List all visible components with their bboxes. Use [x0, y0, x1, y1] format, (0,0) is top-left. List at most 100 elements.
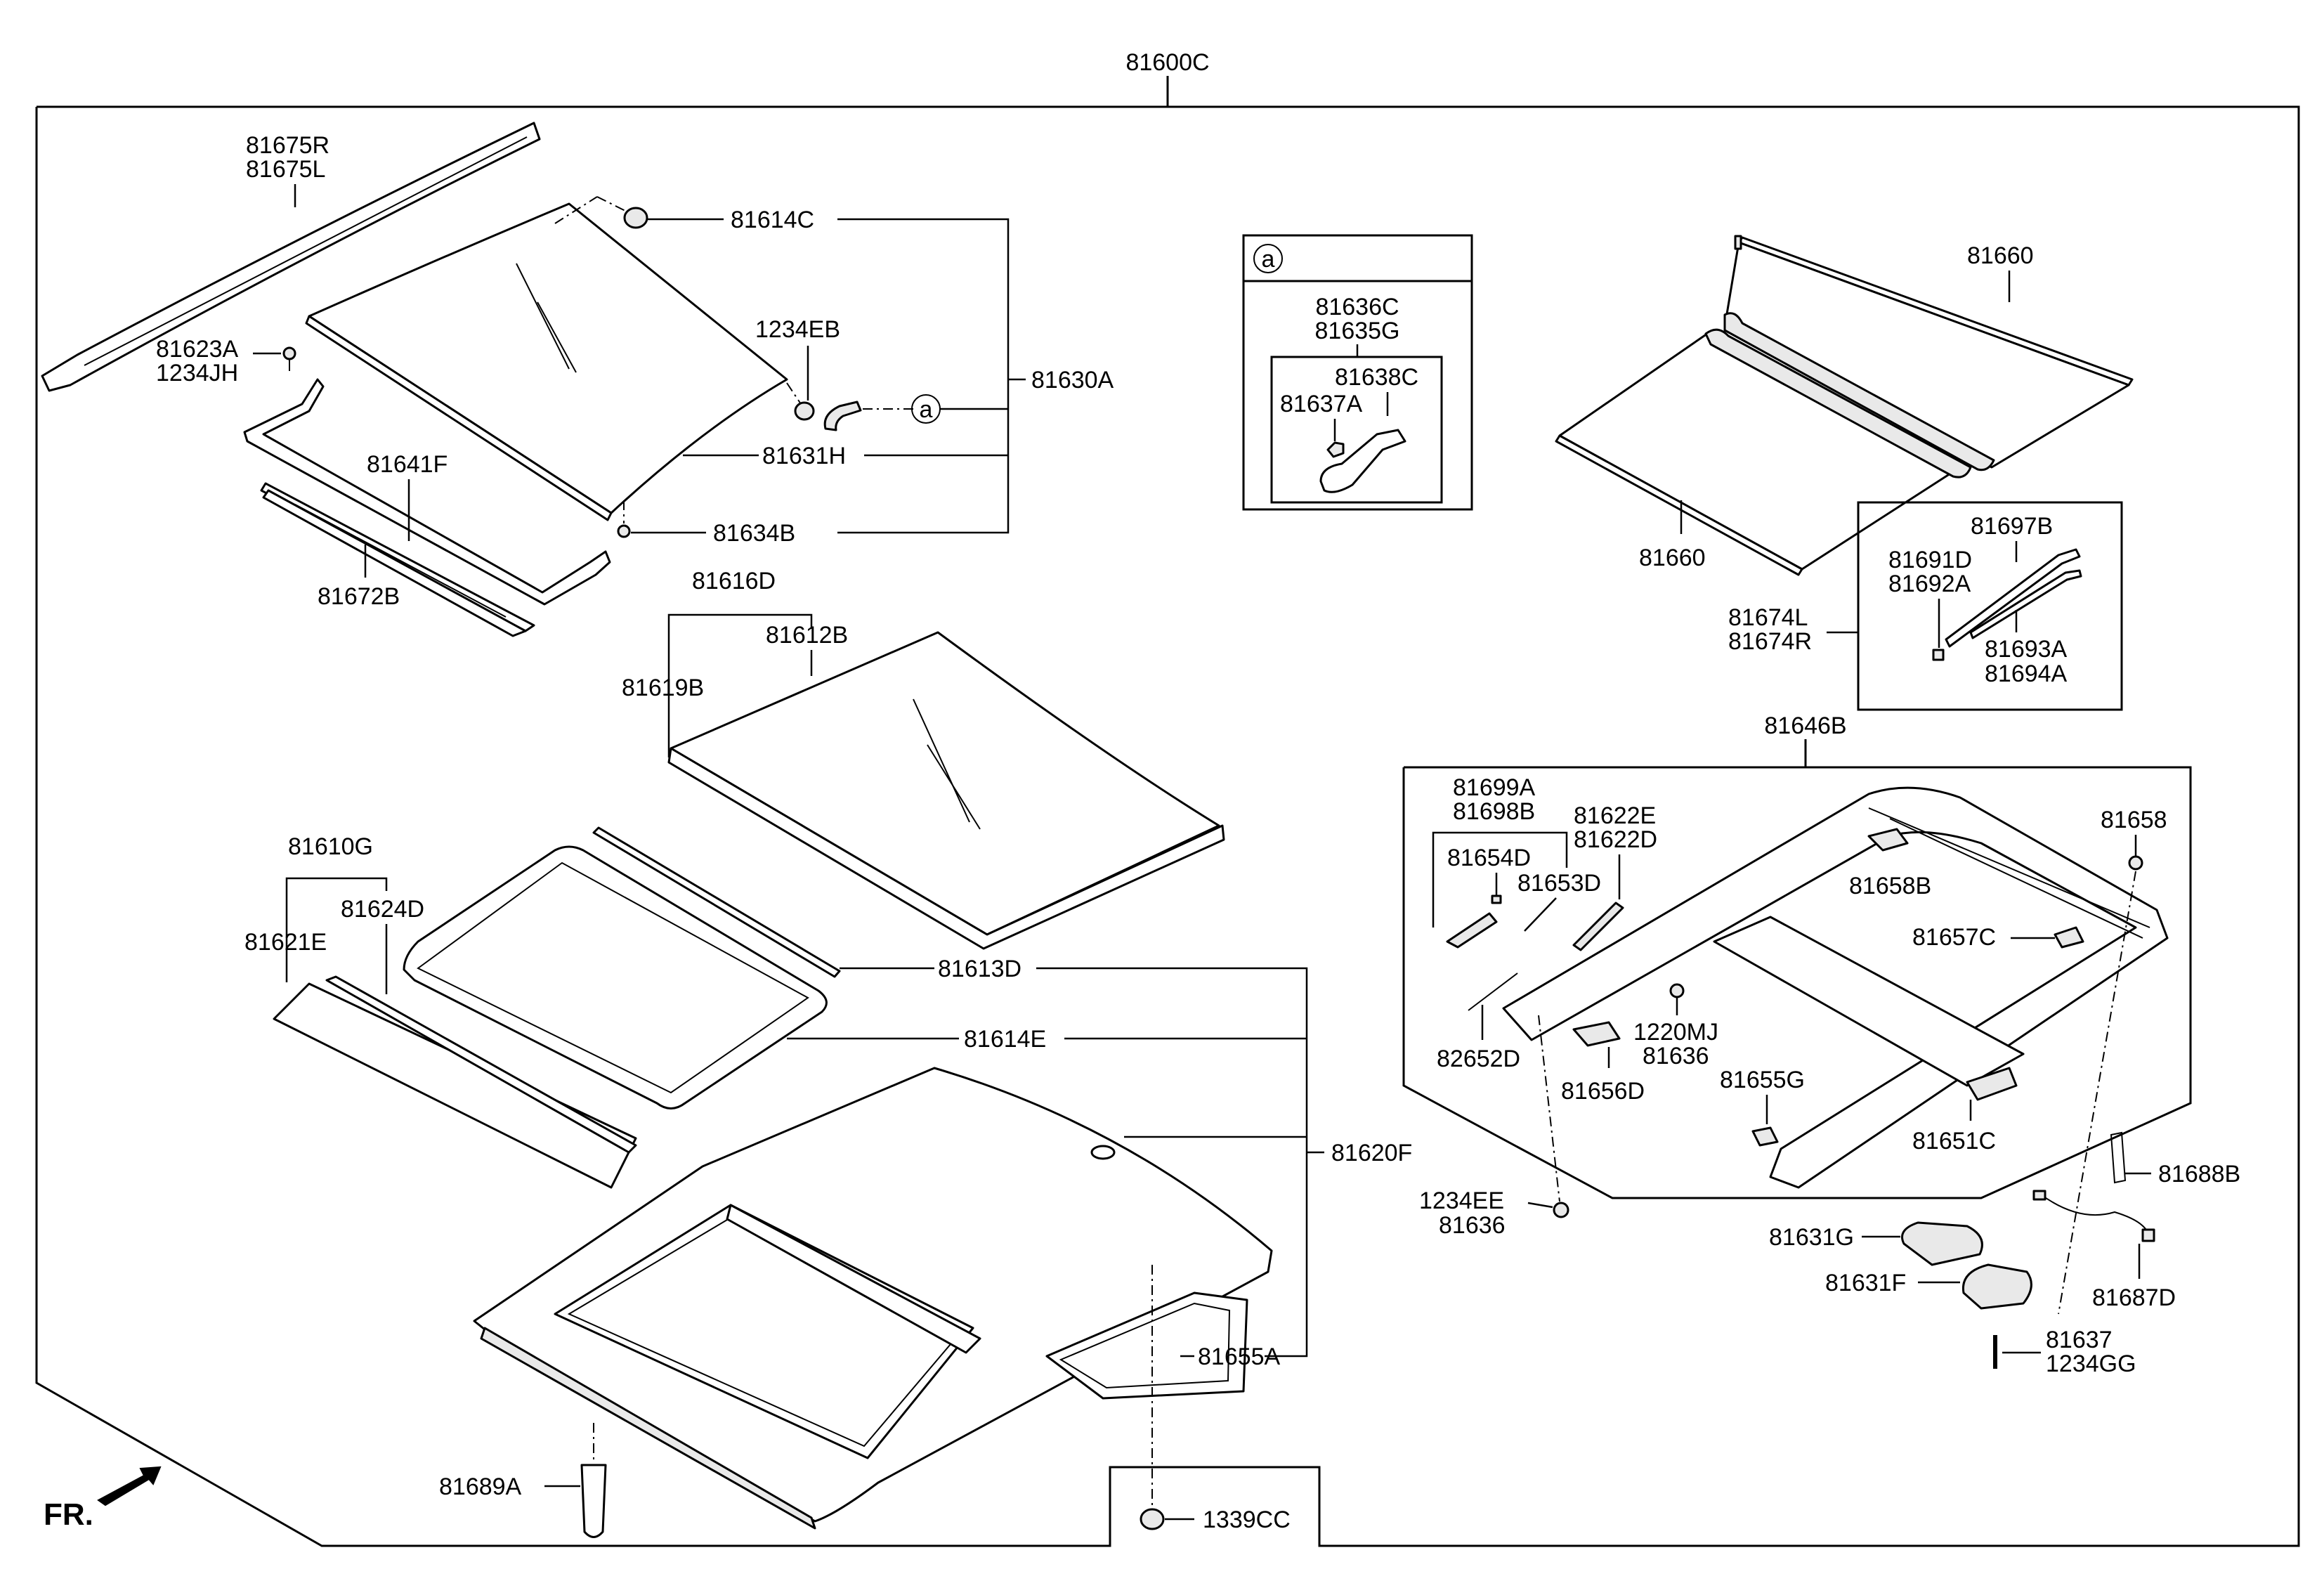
part-label: 81614C	[731, 207, 814, 233]
part-label: 81658B	[1849, 873, 1931, 899]
label-81657C: 81657C	[1912, 924, 2084, 951]
label-81610G: 81610G 81624D 81621E	[244, 833, 424, 994]
part-label: 81612B	[766, 622, 848, 649]
part-label: 81641F	[367, 451, 448, 478]
part-label: 81622E	[1574, 802, 1656, 829]
part-label: 81689A	[439, 1473, 522, 1500]
part-label: 81613D	[938, 956, 1021, 982]
label-82652D: 82652D	[1437, 972, 1520, 1072]
part-label: 81631H	[762, 443, 846, 469]
part-label: 1234GG	[2046, 1351, 2136, 1377]
part-label: 81672B	[318, 583, 400, 610]
assembly-frame: 81600C	[35, 49, 2300, 1547]
callout-letter: a	[1262, 246, 1275, 273]
detail-box-a: a 81636C 81635G 81638C 81637A	[1242, 234, 1473, 511]
part-label: 81638C	[1335, 364, 1418, 391]
part-label: 81657C	[1912, 924, 1996, 951]
label-81651C: 81651C	[1912, 1067, 2018, 1154]
label-81622E: 81622E 81622D	[1572, 802, 1657, 951]
label-81634B: 81634B	[617, 500, 795, 547]
part-label: 81619B	[622, 675, 704, 701]
part-label: 81636C	[1315, 294, 1399, 320]
part-label: 81654D	[1447, 845, 1531, 871]
label-81641F: 81641F	[367, 451, 448, 541]
label-81658B: 81658B	[1849, 828, 1931, 899]
part-label: 81610G	[288, 833, 373, 860]
part-label: 81646B	[1764, 712, 1846, 739]
label-81660-top: 81660	[1967, 242, 2034, 302]
part-label: 81624D	[341, 896, 424, 923]
part-label: 81655A	[1198, 1343, 1281, 1370]
part-label: 81636	[1439, 1212, 1506, 1239]
label-1220MJ: 1220MJ 81636	[1633, 983, 1718, 1069]
part-label: 81699A	[1453, 774, 1536, 801]
guide-rail-box: 81697B 81691D 81692A 81693A 81694A 81674…	[1728, 501, 2123, 711]
part-label: 81651C	[1912, 1128, 1996, 1154]
part-label: 81635G	[1315, 318, 1400, 344]
part-label: 81698B	[1453, 798, 1535, 825]
label-81672B: 81672B	[318, 545, 400, 610]
front-label: FR.	[44, 1497, 93, 1532]
part-label: 1220MJ	[1633, 1019, 1718, 1046]
sunshade-roller-upper	[1723, 235, 2134, 471]
sunshade-roller-lower	[1555, 328, 1972, 576]
label-81675: 81675R 81675L	[246, 132, 329, 207]
part-label: 81637	[2046, 1327, 2113, 1353]
label-81613D: 81613D	[840, 956, 1308, 1358]
front-indicator: FR.	[44, 1466, 162, 1532]
bolt-81637: 81637 1234GG	[1993, 871, 2136, 1377]
harness-81688B: 81688B	[2110, 1131, 2240, 1187]
glass-seal-ring	[403, 826, 841, 1109]
label-81660-bottom: 81660	[1639, 500, 1706, 571]
part-label: 81697B	[1971, 513, 2053, 540]
part-label: 81687D	[2092, 1284, 2176, 1311]
part-label: 81655G	[1720, 1067, 1805, 1093]
part-label: 81675L	[246, 156, 325, 183]
label-81623A: 81623A 1234JH	[156, 336, 296, 386]
label-81658: 81658	[2101, 807, 2167, 871]
callout-letter: a	[920, 396, 933, 423]
part-label: 81674L	[1728, 604, 1808, 631]
part-label: 81675R	[246, 132, 329, 159]
part-label: 81631G	[1769, 1224, 1854, 1251]
part-label: 81637A	[1280, 391, 1363, 417]
label-81616D: 81616D 81612B 81619B	[622, 568, 848, 757]
part-label: 1234EE	[1419, 1187, 1504, 1214]
part-label: 81622D	[1574, 826, 1657, 853]
part-label: 81674R	[1728, 628, 1812, 655]
part-label: 81658	[2101, 807, 2167, 833]
motor-81631F: 81631F	[1825, 1263, 2032, 1310]
part-label: 81694A	[1985, 660, 2068, 687]
roof-panel	[473, 1067, 1273, 1530]
front-arrow-icon	[97, 1466, 162, 1506]
frame-seal-part	[243, 378, 611, 637]
part-label: 81691D	[1888, 547, 1972, 573]
part-label: 81636	[1643, 1043, 1709, 1069]
part-label: 81693A	[1985, 636, 2068, 663]
label-1234EB: 1234EB a	[755, 316, 1008, 431]
label-1339CC: 1339CC	[1140, 1265, 1291, 1533]
label-81655G: 81655G	[1720, 1067, 1805, 1147]
part-label: 1234EB	[755, 316, 840, 343]
top-glass-panel	[305, 196, 788, 521]
part-label: 1234JH	[156, 360, 238, 386]
roof-moulding-part	[41, 122, 541, 392]
sunroof-frame-part	[1502, 786, 2169, 1189]
part-label: 81688B	[2158, 1161, 2240, 1187]
label-81620F: 81620F	[1124, 1135, 1412, 1166]
part-label: 81620F	[1331, 1140, 1412, 1166]
label-81699A: 81699A 81698B 81654D 81653D	[1432, 774, 1601, 949]
label-81655A: 81655A	[1180, 1343, 1281, 1370]
part-label: 1339CC	[1203, 1506, 1291, 1533]
part-label: 81634B	[713, 520, 795, 547]
part-label: 81621E	[244, 929, 327, 956]
assembly-label: 81600C	[1125, 49, 1209, 76]
label-81689A: 81689A	[439, 1423, 607, 1538]
part-label: 81656D	[1561, 1078, 1645, 1105]
part-label: 81616D	[692, 568, 776, 594]
part-label: 81630A	[1031, 367, 1114, 393]
part-label: 81692A	[1888, 571, 1971, 597]
label-1234EE: 1234EE 81636	[1419, 1015, 1569, 1239]
part-label: 81660	[1639, 545, 1706, 571]
